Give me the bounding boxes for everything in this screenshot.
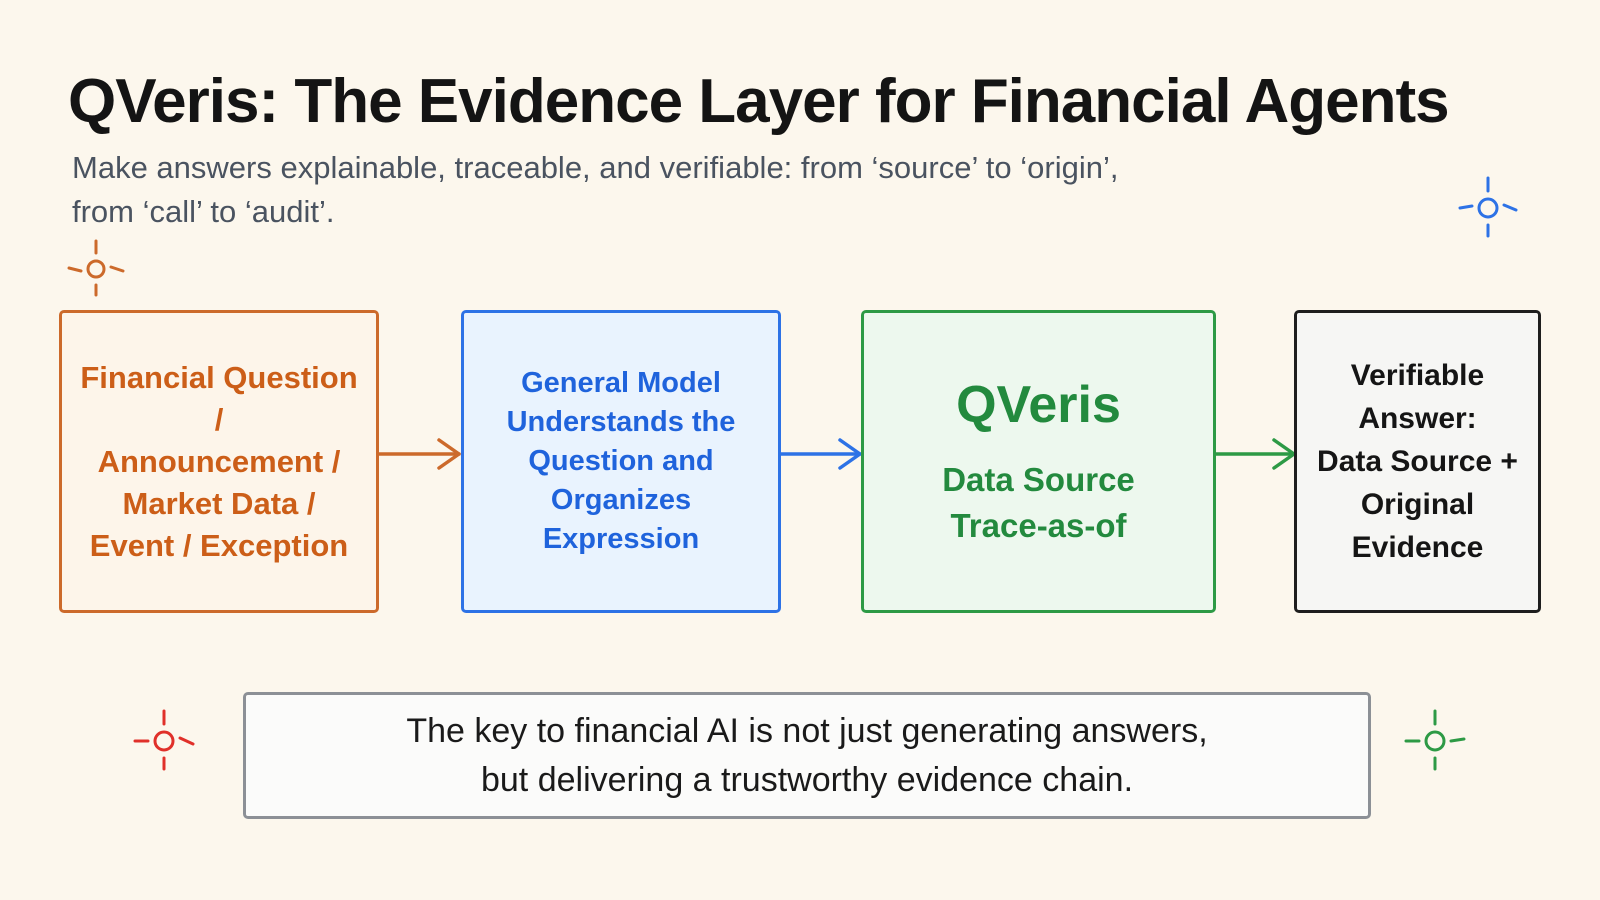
callout-line: The key to financial AI is not just gene… [406,711,1208,750]
model-box-line: General Model [521,367,721,399]
answer-box-line: Original [1360,488,1475,521]
arrow-right-icon [780,438,862,470]
qveris-name: QVeris [956,375,1121,434]
sparkle-icon [67,239,125,297]
sparkle-icon [133,709,195,771]
input-box-line: Announcement / [97,443,341,479]
model-box-line: Understands the [506,406,736,438]
answer-box-line: Data Source + [1317,445,1518,478]
input-box: Financial Question / Announcement / Mark… [59,310,379,613]
subtitle-line: Make answers explainable, traceable, and… [72,150,1119,185]
qveris-box: QVeris Data Source Trace-as-of [861,310,1216,613]
page-subtitle: Make answers explainable, traceable, and… [72,146,1252,234]
sparkle-icon [1404,709,1466,771]
model-box-line: Expression [542,523,700,555]
qveris-box-line: Data Source [942,460,1135,498]
answer-box: Verifiable Answer: Data Source + Origina… [1294,310,1541,613]
page-title: QVeris: The Evidence Layer for Financial… [68,67,1450,136]
answer-box-line: Evidence [1351,531,1484,564]
answer-box-line: Verifiable [1350,359,1485,392]
key-message-callout: The key to financial AI is not just gene… [243,692,1371,819]
answer-box-line: Answer: [1358,402,1477,435]
callout-line: but delivering a trustworthy evidence ch… [480,760,1134,799]
input-box-line: Financial Question / [80,359,358,437]
subtitle-line: from ‘call’ to ‘audit’. [72,194,335,229]
model-box-line: Question and [528,445,714,477]
model-box: General Model Understands the Question a… [461,310,781,613]
qveris-box-line: Trace-as-of [950,506,1127,544]
input-box-line: Event / Exception [89,527,349,563]
arrow-right-icon [379,438,461,470]
arrow-right-icon [1216,438,1296,470]
model-box-line: Organizes [550,484,692,516]
qveris-description: Data Source Trace-as-of [942,457,1135,549]
input-box-line: Market Data / [122,485,316,521]
sparkle-icon [1458,176,1518,238]
